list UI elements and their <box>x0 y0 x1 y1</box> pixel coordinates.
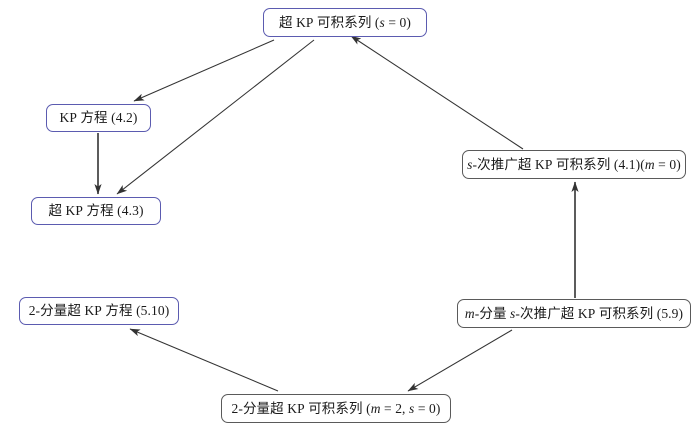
edge-s-ext-to-top <box>350 35 524 150</box>
var-s: s <box>467 156 473 172</box>
node-super-kp-equation[interactable]: 超 KP 方程 (4.3) <box>31 197 161 225</box>
node-kp-equation[interactable]: KP 方程 (4.2) <box>46 104 151 132</box>
node-two-component-super-kp-hierarchy[interactable]: 2-分量超 KP 可积系列 (m = 2, s = 0) <box>221 394 451 423</box>
node-label: 2-分量超 KP 可积系列 (m = 2, s = 0) <box>231 400 441 416</box>
var-s: s <box>510 305 516 321</box>
node-label: 2-分量超 KP 方程 (5.10) <box>28 303 170 319</box>
edge-top-to-kp-eq <box>133 39 275 102</box>
var-m: m <box>370 400 381 416</box>
node-label: KP 方程 (4.2) <box>59 110 138 126</box>
node-label: 超 KP 可积系列 (s = 0) <box>278 14 412 30</box>
node-label: 超 KP 方程 (4.3) <box>48 203 144 219</box>
edge-2comp-hier-to-2comp-eq <box>129 328 279 392</box>
var-m: m <box>464 305 475 321</box>
var-s: s <box>379 14 385 30</box>
node-two-component-super-kp-equation[interactable]: 2-分量超 KP 方程 (5.10) <box>19 297 179 325</box>
node-label: m-分量 s-次推广超 KP 可积系列 (5.9) <box>464 305 684 321</box>
node-label: s-次推广超 KP 可积系列 (4.1)(m = 0) <box>467 156 681 172</box>
edge-m-comp-to-2comp-hier <box>407 329 513 392</box>
node-s-extended-super-kp-hierarchy[interactable]: s-次推广超 KP 可积系列 (4.1)(m = 0) <box>462 150 686 179</box>
node-super-kp-hierarchy[interactable]: 超 KP 可积系列 (s = 0) <box>263 8 427 37</box>
var-m: m <box>644 156 655 172</box>
var-s: s <box>409 400 415 416</box>
node-m-component-s-extended-super-kp-hierarchy[interactable]: m-分量 s-次推广超 KP 可积系列 (5.9) <box>457 299 691 328</box>
